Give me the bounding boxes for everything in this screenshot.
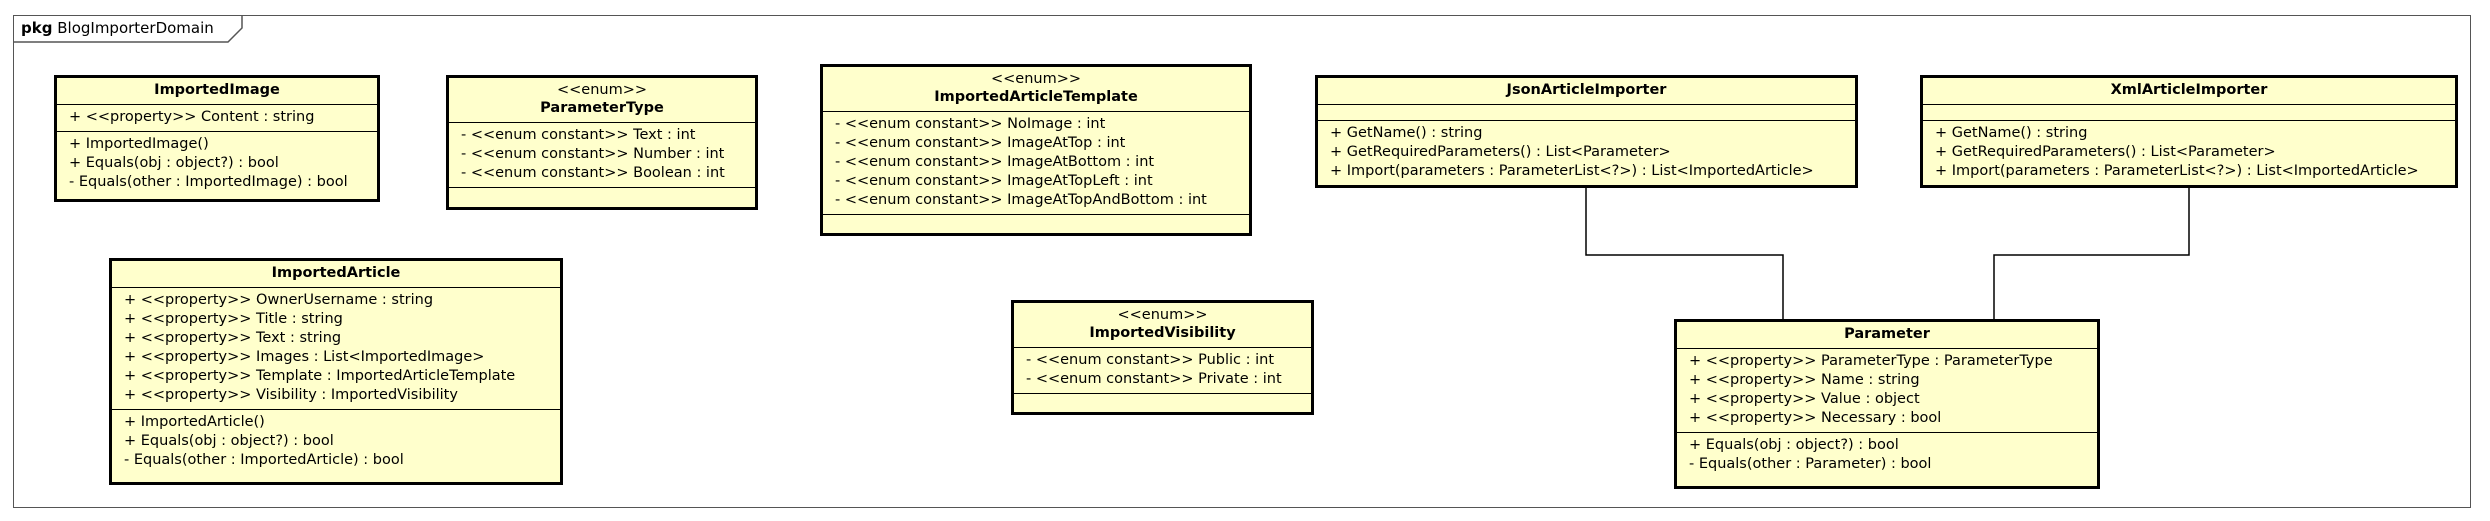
class-imported-article: ImportedArticle + <<property>> OwnerUser…	[109, 258, 563, 485]
stereotype-label: <<enum>>	[990, 71, 1082, 87]
operations-section: + ImportedArticle() + Equals(obj : objec…	[112, 410, 560, 474]
attribute-row: + <<property>> Content : string	[69, 109, 315, 125]
attributes-section: - <<enum constant>> NoImage : int - <<en…	[823, 112, 1249, 215]
stereotype-label: <<enum>>	[1117, 307, 1208, 323]
enum-constant-row: - <<enum constant>> NoImage : int	[835, 116, 1106, 132]
package-frame	[13, 15, 2471, 508]
operation-row: + GetName() : string	[1330, 125, 1483, 141]
class-json-article-importer: JsonArticleImporter + GetName() : string…	[1315, 75, 1858, 188]
class-xml-article-importer: XmlArticleImporter + GetName() : string …	[1920, 75, 2458, 188]
stereotype-label: <<enum>>	[556, 82, 648, 98]
class-header: ImportedArticle	[112, 261, 560, 288]
attributes-section: - <<enum constant>> Text : int - <<enum …	[449, 123, 755, 188]
attribute-row: + <<property>> Template : ImportedArticl…	[124, 368, 516, 384]
class-name: JsonArticleImporter	[1506, 82, 1667, 98]
attributes-section: + <<property>> ParameterType : Parameter…	[1677, 349, 2097, 433]
attributes-section: + <<property>> Content : string	[57, 105, 377, 132]
operation-row: + GetName() : string	[1935, 125, 2088, 141]
package-tab-outline	[13, 15, 243, 43]
enum-constant-row: - <<enum constant>> Text : int	[461, 127, 696, 143]
package-keyword: pkg	[21, 19, 53, 37]
attributes-section: - <<enum constant>> Public : int - <<enu…	[1014, 348, 1311, 394]
operations-section	[1014, 394, 1311, 409]
class-imported-image: ImportedImage + <<property>> Content : s…	[54, 75, 380, 202]
attribute-row: + <<property>> OwnerUsername : string	[124, 292, 434, 308]
enum-constant-row: - <<enum constant>> ImageAtTop : int	[835, 135, 1126, 151]
operation-row: - Equals(other : ImportedImage) : bool	[69, 174, 348, 190]
class-name: ImportedArticle	[271, 265, 401, 281]
class-header: ImportedImage	[57, 78, 377, 105]
enum-constant-row: - <<enum constant>> ImageAtTopAndBottom …	[835, 192, 1207, 208]
class-parameter: Parameter + <<property>> ParameterType :…	[1674, 319, 2100, 489]
enum-constant-row: - <<enum constant>> Private : int	[1026, 371, 1282, 387]
attribute-row: + <<property>> Name : string	[1689, 372, 1920, 388]
operation-row: + GetRequiredParameters() : List<Paramet…	[1935, 144, 2276, 160]
attribute-row: + <<property>> Images : List<ImportedIma…	[124, 349, 485, 365]
class-header: JsonArticleImporter	[1318, 78, 1855, 105]
operations-section	[449, 188, 755, 203]
operations-section: + GetName() : string + GetRequiredParame…	[1923, 121, 2455, 185]
operations-section: + GetName() : string + GetRequiredParame…	[1318, 121, 1855, 185]
class-name: ImportedArticleTemplate	[934, 89, 1138, 105]
class-header: <<enum>> ImportedVisibility	[1014, 303, 1311, 348]
attributes-section: + <<property>> OwnerUsername : string + …	[112, 288, 560, 410]
class-header: <<enum>> ImportedArticleTemplate	[823, 67, 1249, 112]
operation-row: - Equals(other : Parameter) : bool	[1689, 456, 1932, 472]
attribute-row: + <<property>> Value : object	[1689, 391, 1920, 407]
class-header: XmlArticleImporter	[1923, 78, 2455, 105]
enum-parameter-type: <<enum>> ParameterType - <<enum constant…	[446, 75, 758, 210]
operation-row: + Import(parameters : ParameterList<?>) …	[1330, 163, 1814, 179]
attributes-section	[1318, 105, 1855, 121]
attribute-row: + <<property>> Title : string	[124, 311, 343, 327]
class-name: ParameterType	[540, 100, 664, 116]
enum-constant-row: - <<enum constant>> Number : int	[461, 146, 725, 162]
enum-imported-article-template: <<enum>> ImportedArticleTemplate - <<enu…	[820, 64, 1252, 236]
package-name: BlogImporterDomain	[57, 19, 214, 37]
operations-section	[823, 215, 1249, 230]
enum-constant-row: - <<enum constant>> Boolean : int	[461, 165, 725, 181]
operation-row: + GetRequiredParameters() : List<Paramet…	[1330, 144, 1671, 160]
class-name: XmlArticleImporter	[2110, 82, 2268, 98]
enum-constant-row: - <<enum constant>> Public : int	[1026, 352, 1275, 368]
class-name: ImportedVisibility	[1089, 325, 1236, 341]
operation-row: - Equals(other : ImportedArticle) : bool	[124, 452, 404, 468]
attribute-row: + <<property>> Visibility : ImportedVisi…	[124, 387, 458, 403]
class-name: ImportedImage	[154, 82, 280, 98]
package-label: pkg BlogImporterDomain	[21, 19, 214, 37]
class-header: Parameter	[1677, 322, 2097, 349]
operation-row: + Equals(obj : object?) : bool	[1689, 437, 1899, 453]
operations-section: + Equals(obj : object?) : bool - Equals(…	[1677, 433, 2097, 478]
class-header: <<enum>> ParameterType	[449, 78, 755, 123]
operation-row: + Equals(obj : object?) : bool	[124, 433, 334, 449]
enum-imported-visibility: <<enum>> ImportedVisibility - <<enum con…	[1011, 300, 1314, 415]
operation-row: + Import(parameters : ParameterList<?>) …	[1935, 163, 2419, 179]
enum-constant-row: - <<enum constant>> ImageAtBottom : int	[835, 154, 1155, 170]
attribute-row: + <<property>> Text : string	[124, 330, 342, 346]
attribute-row: + <<property>> Necessary : bool	[1689, 410, 1942, 426]
attribute-row: + <<property>> ParameterType : Parameter…	[1689, 353, 2053, 369]
enum-constant-row: - <<enum constant>> ImageAtTopLeft : int	[835, 173, 1153, 189]
class-name: Parameter	[1844, 326, 1930, 342]
operation-row: + Equals(obj : object?) : bool	[69, 155, 279, 171]
attributes-section	[1923, 105, 2455, 121]
operation-row: + ImportedImage()	[69, 136, 209, 152]
operations-section: + ImportedImage() + Equals(obj : object?…	[57, 132, 377, 196]
operation-row: + ImportedArticle()	[124, 414, 265, 430]
